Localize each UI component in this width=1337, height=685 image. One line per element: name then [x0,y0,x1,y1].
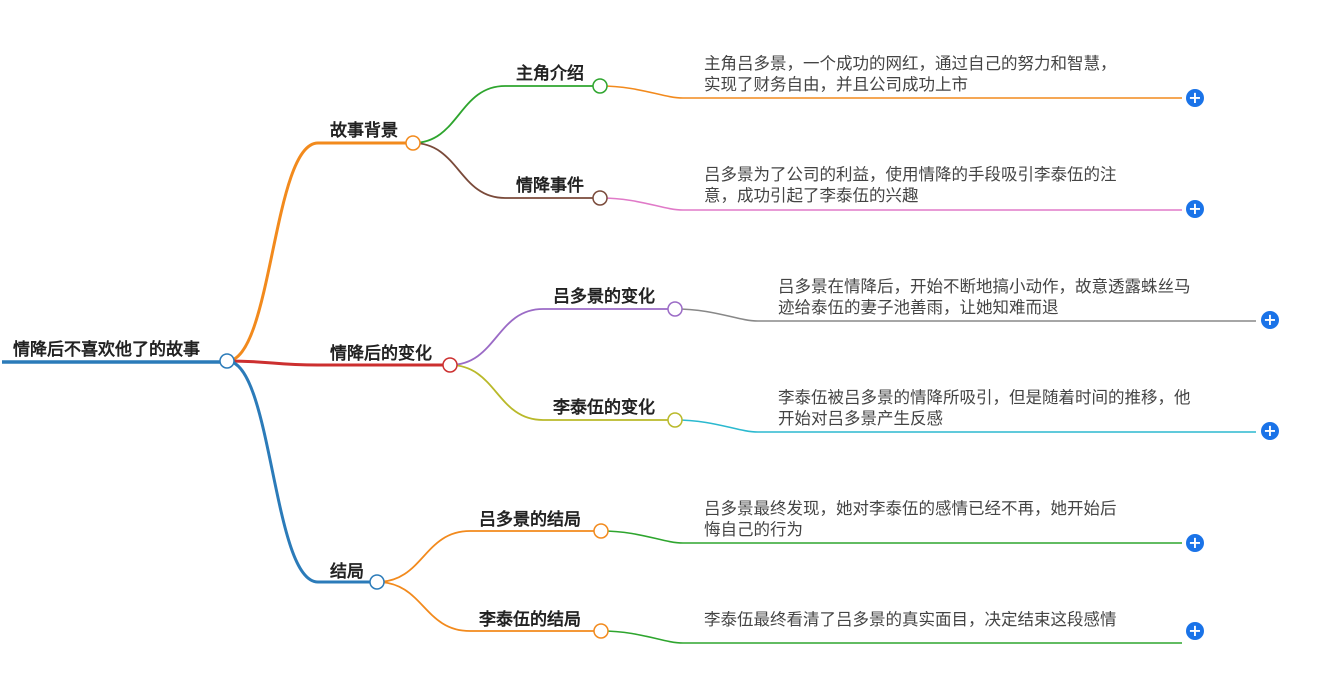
subnode-to-leaf-connector [599,197,1182,211]
subnode-label-lv-change[interactable]: 吕多景的变化 [553,287,655,307]
leaf-line: 吕多景在情降后，开始不断地搞小动作，故意透露蛛丝马 [778,277,1191,296]
leaf-line: 李泰伍最终看清了吕多景的真实面目，决定结束这段感情 [704,610,1117,629]
branch-to-subnode-connector [376,581,601,632]
expand-button[interactable]: + [1186,534,1204,552]
branch-collapse-toggle[interactable] [442,357,458,373]
leaf-text-lv-ending: 吕多景最终发现，她对李泰伍的感情已经不再，她开始后 悔自己的行为 [704,498,1117,540]
branch-to-subnode-connector [449,308,675,366]
subnode-to-leaf-connector [600,630,1182,644]
leaf-line: 意，成功引起了李泰伍的兴趣 [704,186,919,205]
leaf-text-li-change: 李泰伍被吕多景的情降所吸引，但是随着时间的推移，他 开始对吕多景产生反感 [778,387,1191,429]
root-node-label[interactable]: 情降后不喜欢他了的故事 [13,340,200,360]
subnode-collapse-toggle[interactable] [592,190,608,206]
expand-button[interactable]: + [1186,89,1204,107]
subnode-collapse-toggle[interactable] [593,523,609,539]
branch-to-subnode-connector [412,85,600,144]
subnode-to-leaf-connector [674,308,1256,322]
subnode-label-li-ending[interactable]: 李泰伍的结局 [479,610,581,630]
branch-collapse-toggle[interactable] [369,574,385,590]
subnode-label-li-change[interactable]: 李泰伍的变化 [553,398,655,418]
subnode-to-leaf-connector [599,85,1182,99]
branch-to-subnode-connector [412,142,600,199]
leaf-text-love-spell-event: 吕多景为了公司的利益，使用情降的手段吸引李泰伍的注 意，成功引起了李泰伍的兴趣 [704,164,1117,206]
subnode-collapse-toggle[interactable] [667,412,683,428]
subnode-collapse-toggle[interactable] [592,78,608,94]
subnode-collapse-toggle[interactable] [593,623,609,639]
leaf-line: 李泰伍被吕多景的情降所吸引，但是随着时间的推移，他 [778,388,1191,407]
subnode-label-love-spell-event[interactable]: 情降事件 [516,176,584,196]
leaf-line: 实现了财务自由，并且公司成功上市 [704,75,968,94]
root-to-branch-connector [226,359,377,584]
expand-button[interactable]: + [1261,311,1279,329]
leaf-line: 开始对吕多景产生反感 [778,409,943,428]
branch-label-story-background[interactable]: 故事背景 [330,121,398,141]
root-collapse-toggle[interactable] [219,353,235,369]
subnode-to-leaf-connector [674,419,1256,433]
subnode-collapse-toggle[interactable] [667,301,683,317]
branch-label-changes-after[interactable]: 情降后的变化 [330,344,432,364]
leaf-text-lv-change: 吕多景在情降后，开始不断地搞小动作，故意透露蛛丝马 迹给泰伍的妻子池善雨，让她知… [778,276,1191,318]
expand-button[interactable]: + [1261,422,1279,440]
leaf-line: 吕多景最终发现，她对李泰伍的感情已经不再，她开始后 [704,499,1117,518]
branch-to-subnode-connector [449,364,675,421]
root-to-branch-connector [226,359,450,367]
branch-collapse-toggle[interactable] [405,135,421,151]
subnode-to-leaf-connector [600,530,1182,544]
leaf-text-li-ending: 李泰伍最终看清了吕多景的真实面目，决定结束这段感情 [704,609,1117,630]
branch-label-ending[interactable]: 结局 [330,562,364,582]
leaf-line: 悔自己的行为 [704,520,803,539]
root-to-branch-connector [226,141,413,363]
leaf-text-protagonist: 主角吕多景，一个成功的网红，通过自己的努力和智慧， 实现了财务自由，并且公司成功… [704,53,1117,95]
expand-button[interactable]: + [1186,622,1204,640]
leaf-line: 迹给泰伍的妻子池善雨，让她知难而退 [778,298,1059,317]
expand-button[interactable]: + [1186,200,1204,218]
branch-to-subnode-connector [376,530,601,583]
subnode-label-protagonist[interactable]: 主角介绍 [516,64,584,84]
leaf-line: 吕多景为了公司的利益，使用情降的手段吸引李泰伍的注 [704,165,1117,184]
subnode-label-lv-ending[interactable]: 吕多景的结局 [479,510,581,530]
leaf-line: 主角吕多景，一个成功的网红，通过自己的努力和智慧， [704,54,1117,73]
